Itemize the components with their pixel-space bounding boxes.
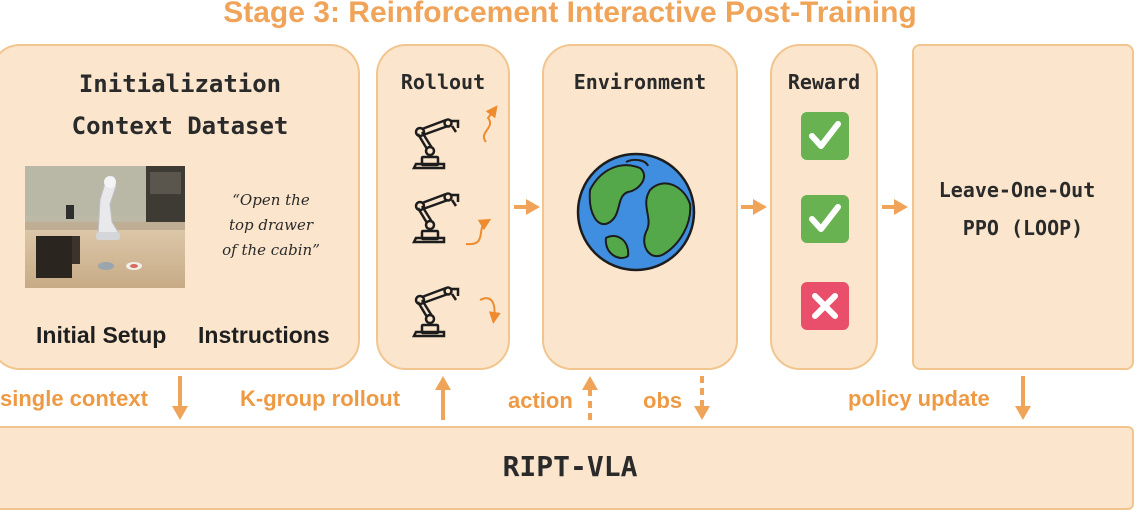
arrow-k-group-up bbox=[435, 376, 451, 420]
arrow-reward-to-loop bbox=[882, 199, 908, 215]
policy-update-label: policy update bbox=[848, 386, 990, 411]
arrow-rollout-to-environment bbox=[514, 199, 540, 215]
instruction-quote-line3: of the cabin” bbox=[222, 241, 320, 259]
k-group-rollout-label: K-group rollout bbox=[240, 386, 401, 411]
obs-label: obs bbox=[643, 388, 683, 413]
instructions-label: Instructions bbox=[198, 322, 330, 348]
arrow-action-up bbox=[582, 376, 598, 420]
rollout-title: Rollout bbox=[400, 70, 486, 94]
environment-title: Environment bbox=[573, 70, 707, 94]
initial-setup-label: Initial Setup bbox=[36, 322, 167, 348]
loop-title-line2: PPO (LOOP) bbox=[962, 216, 1084, 240]
loop-panel bbox=[912, 44, 1134, 370]
action-label: action bbox=[508, 388, 573, 413]
init-title-line1: Initialization bbox=[78, 70, 282, 98]
init-title-line2: Context Dataset bbox=[71, 112, 289, 140]
ript-vla-bar bbox=[0, 426, 1134, 510]
arrow-environment-to-reward bbox=[741, 199, 767, 215]
single-context-label: single context bbox=[0, 386, 148, 411]
instruction-quote-line2: top drawer bbox=[228, 216, 314, 234]
loop-title-line1: Leave-One-Out bbox=[938, 178, 1096, 202]
ript-vla-label: RIPT-VLA bbox=[502, 450, 638, 483]
reward-title: Reward bbox=[787, 70, 861, 94]
arrow-single-context-down bbox=[172, 376, 188, 420]
arrow-policy-update-down bbox=[1015, 376, 1031, 420]
instruction-quote-line1: “Open the bbox=[232, 191, 310, 209]
arrow-obs-down bbox=[694, 376, 710, 420]
page-title: Stage 3: Reinforcement Interactive Post-… bbox=[223, 0, 917, 29]
